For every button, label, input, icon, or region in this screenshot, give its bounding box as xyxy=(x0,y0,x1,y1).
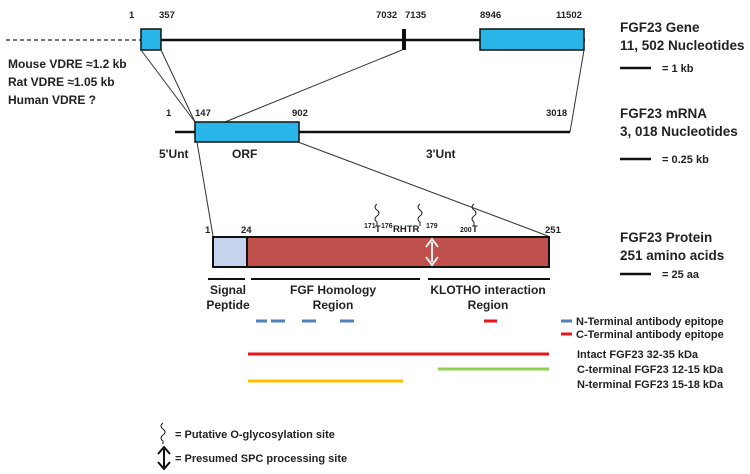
intact-fragment-label: Intact FGF23 32-35 kDa xyxy=(577,349,699,361)
gene-exon-3 xyxy=(479,28,585,51)
site-200: 200 xyxy=(460,227,472,234)
gene-title: FGF23 Gene xyxy=(620,20,700,35)
mrna-pos-3018: 3018 xyxy=(546,108,567,119)
signal-peptide-label-1: Signal xyxy=(210,283,246,297)
gene-pos-7032: 7032 xyxy=(376,10,397,21)
connector-gene-mrna-3 xyxy=(224,49,403,123)
mrna-orf-box xyxy=(194,121,300,143)
site-rhtr: RHTR xyxy=(393,224,420,235)
gene-scale-label: = 1 kb xyxy=(662,63,694,75)
spc-legend-arrow-icon xyxy=(157,445,171,471)
protein-pos-251: 251 xyxy=(545,225,562,236)
glycosylation-legend-label: = Putative O-glycosylation site xyxy=(175,429,335,441)
vdre-human: Human VDRE ? xyxy=(8,93,96,107)
protein-scale-label: = 25 aa xyxy=(662,269,700,281)
connector-mrna-protein-2 xyxy=(297,141,549,237)
protein-title: FGF23 Protein xyxy=(620,230,712,245)
fgf-homology-label-1: FGF Homology xyxy=(290,283,376,297)
mrna-subtitle: 3, 018 Nucleotides xyxy=(620,124,738,139)
gene-pos-11502: 11502 xyxy=(556,10,582,21)
vdre-mouse: Mouse VDRE ≈1.2 kb xyxy=(8,57,127,71)
glycosylation-icon-1 xyxy=(374,203,380,226)
protein-subtitle: 251 amino acids xyxy=(620,248,724,263)
spc-legend-label: = Presumed SPC processing site xyxy=(175,453,347,465)
site-171: 171 xyxy=(364,223,376,230)
site-176: 176 xyxy=(381,223,393,230)
glycosylation-legend-icon xyxy=(160,422,166,444)
spc-site-arrow xyxy=(425,237,439,267)
gene-pos-1: 1 xyxy=(129,10,135,21)
glycosylation-icon-3 xyxy=(471,203,477,226)
signal-peptide-box xyxy=(212,236,248,268)
connector-gene-mrna-4 xyxy=(569,49,585,133)
c-terminal-fragment-label: C-terminal FGF23 12-15 kDa xyxy=(577,364,724,376)
gene-subtitle: 11, 502 Nucleotides xyxy=(620,38,745,53)
site-t-200: T xyxy=(472,224,478,235)
klotho-label-1: KLOTHO interaction xyxy=(430,283,545,297)
glycosylation-icon-2 xyxy=(417,203,423,226)
mrna-pos-1: 1 xyxy=(166,108,172,119)
mrna-region-5unt: 5'Unt xyxy=(159,147,189,161)
site-179: 179 xyxy=(426,223,438,230)
protein-pos-24: 24 xyxy=(241,225,252,236)
connector-gene-mrna-2 xyxy=(160,49,196,123)
mrna-title: FGF23 mRNA xyxy=(620,106,707,121)
gene-pos-357: 357 xyxy=(159,10,175,21)
n-epitope-legend-label: N-Terminal antibody epitope xyxy=(576,316,724,328)
gene-pos-7135: 7135 xyxy=(405,10,427,21)
mrna-region-orf: ORF xyxy=(232,147,257,161)
gene-exon-2 xyxy=(402,29,406,50)
gene-pos-8946: 8946 xyxy=(480,10,501,21)
fgf-homology-label-2: Region xyxy=(313,298,354,312)
mrna-pos-147: 147 xyxy=(195,108,211,119)
c-epitope-legend-label: C-Terminal antibody epitope xyxy=(576,329,724,341)
klotho-label-2: Region xyxy=(468,298,509,312)
connector-mrna-protein-1 xyxy=(196,141,214,237)
signal-peptide-label-2: Peptide xyxy=(206,298,250,312)
vdre-rat: Rat VDRE ≈1.05 kb xyxy=(8,75,115,89)
protein-body xyxy=(212,236,550,268)
mrna-pos-902: 902 xyxy=(292,108,308,119)
gene-exon-1 xyxy=(140,28,162,51)
protein-pos-1: 1 xyxy=(205,225,211,236)
connector-gene-mrna-1 xyxy=(140,49,196,123)
n-terminal-fragment-label: N-terminal FGF23 15-18 kDa xyxy=(577,379,724,391)
site-t-171: T xyxy=(375,224,381,235)
mrna-scale-label: = 0.25 kb xyxy=(662,154,709,166)
mrna-region-3unt: 3'Unt xyxy=(426,147,456,161)
